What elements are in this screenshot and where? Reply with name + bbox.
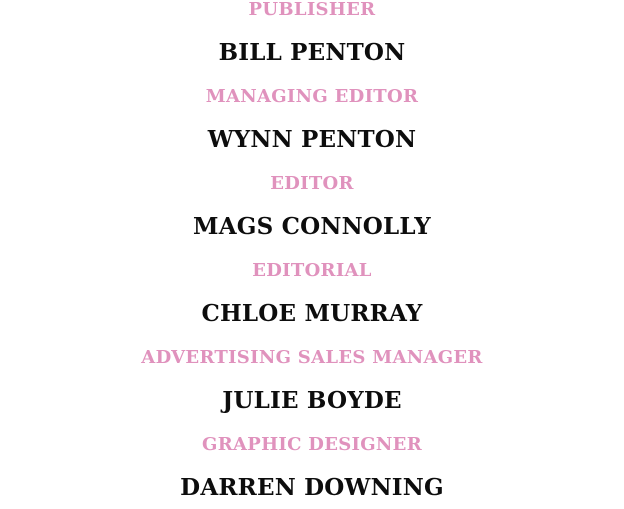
role-label-publisher: PUBLISHER: [248, 0, 376, 20]
role-label-graphic-designer: GRAPHIC DESIGNER: [202, 433, 422, 455]
staff-name-managing-editor: WYNN PENTON: [207, 126, 417, 153]
staff-name-editor: MAGS CONNOLLY: [193, 213, 431, 240]
masthead-row: MAGS CONNOLLY: [0, 205, 624, 249]
role-label-advertising-sales-manager: ADVERTISING SALES MANAGER: [141, 346, 483, 368]
masthead-row: ADVERTISING SALES MANAGER: [0, 335, 624, 379]
masthead-row: MANAGING EDITOR: [0, 74, 624, 118]
masthead-row: GRAPHIC DESIGNER: [0, 422, 624, 466]
masthead-row: CHLOE MURRAY: [0, 292, 624, 336]
masthead-row: JULIE BOYDE: [0, 379, 624, 423]
staff-name-graphic-designer: DARREN DOWNING: [180, 474, 444, 501]
masthead-row: EDITOR: [0, 161, 624, 205]
staff-name-publisher: BILL PENTON: [218, 39, 406, 66]
staff-name-advertising-sales-manager: JULIE BOYDE: [222, 387, 402, 414]
masthead-row: DARREN DOWNING: [0, 466, 624, 509]
masthead-row: BILL PENTON: [0, 31, 624, 75]
role-label-editorial: EDITORIAL: [252, 259, 372, 281]
staff-name-editorial: CHLOE MURRAY: [201, 300, 423, 327]
masthead-row: WYNN PENTON: [0, 118, 624, 162]
masthead-page: { "masthead": { "accent_color": "#e092bd…: [141, 0, 483, 501]
role-label-editor: EDITOR: [270, 172, 354, 194]
masthead-row: EDITORIAL: [0, 248, 624, 292]
role-label-managing-editor: MANAGING EDITOR: [205, 85, 419, 107]
masthead-row: PUBLISHER: [0, 0, 624, 31]
